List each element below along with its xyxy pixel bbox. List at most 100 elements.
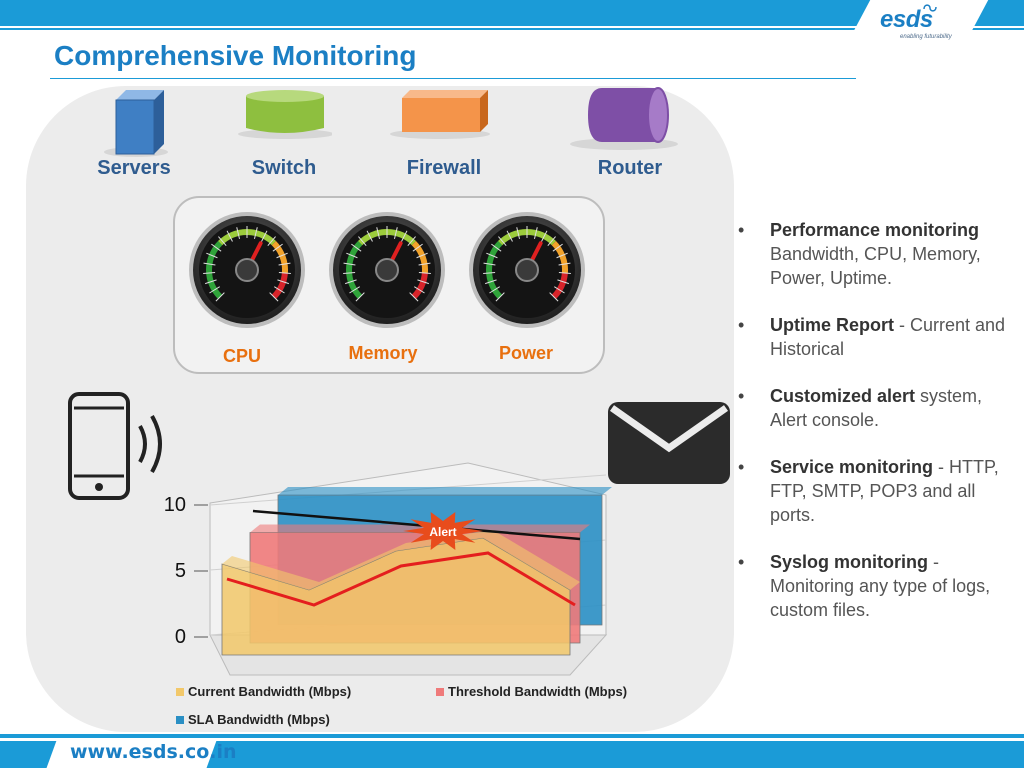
gauge-tick xyxy=(346,252,358,259)
gauge-hub xyxy=(515,258,539,282)
gauge-tick xyxy=(358,236,367,246)
gauge-tick xyxy=(506,230,513,242)
gauges-graphic xyxy=(189,212,585,328)
gauge-tick xyxy=(253,227,258,240)
feature-detail: - HTTP, FTP, SMTP, POP3 and all ports. xyxy=(770,457,999,525)
switch-icon xyxy=(238,90,332,139)
feature-list: •Performance monitoring Bandwidth, CPU, … xyxy=(738,218,1018,645)
gauge-tick xyxy=(486,252,498,259)
feature-item: •Customized alert system, Alert console. xyxy=(738,386,983,430)
gauge-label-memory: Memory xyxy=(348,343,418,363)
gauge-tick xyxy=(226,230,233,242)
gauge-label-cpu: CPU xyxy=(222,346,261,366)
gauge-tick xyxy=(278,262,291,266)
gauge-tick xyxy=(269,292,279,302)
server-icon xyxy=(104,90,168,157)
gauge-tick xyxy=(218,236,227,246)
gauge-band-red xyxy=(411,272,428,299)
gauge-tick xyxy=(495,292,505,302)
gauge-tick xyxy=(549,292,559,302)
gauge-tick xyxy=(203,272,216,274)
gauge-tick xyxy=(215,292,225,302)
gauge-tick xyxy=(414,286,425,294)
legend-item-threshold: Threshold Bandwidth (Mbps) xyxy=(436,684,627,699)
gauge-tick xyxy=(558,262,571,266)
gauge-tick xyxy=(533,227,538,240)
top-banner xyxy=(0,0,1024,26)
device-label-router: Router xyxy=(597,157,663,179)
feature-title: Performance monitoring xyxy=(770,220,980,240)
feature-detail: system, Alert console. xyxy=(770,386,983,430)
gauge-tick xyxy=(351,243,362,252)
footer-stripe xyxy=(0,734,1024,738)
gauge-tick xyxy=(206,252,218,259)
gauge-tick xyxy=(412,243,423,252)
gauge-hub xyxy=(235,258,259,282)
gauge-tick xyxy=(516,227,521,240)
y-tick-label: 10 xyxy=(164,494,186,516)
gauge-tick xyxy=(547,236,556,246)
gauge-tick xyxy=(366,230,373,242)
alert-label: Alert xyxy=(429,525,456,539)
gauge-tick xyxy=(552,243,563,252)
gauge-tick xyxy=(211,243,222,252)
feature-item: •Service monitoring - HTTP, FTP, SMTP, P… xyxy=(738,457,999,525)
gauge-tick xyxy=(558,272,571,274)
feature-title: Syslog monitoring xyxy=(770,552,929,572)
legend-label-current: Current Bandwidth (Mbps) xyxy=(188,684,352,699)
gauge-tick xyxy=(407,236,416,246)
feature-item: •Performance monitoring Bandwidth, CPU, … xyxy=(738,220,981,288)
y-tick-label: 5 xyxy=(175,560,186,582)
device-label-firewall: Firewall xyxy=(406,157,482,179)
gauge-band-green xyxy=(486,241,503,299)
gauge-tick xyxy=(416,252,428,259)
gauge-tick xyxy=(236,227,241,240)
gauge-tick xyxy=(393,227,398,240)
mail-icon xyxy=(608,402,730,484)
legend-swatch-current xyxy=(176,688,184,696)
device-label-switch: Switch xyxy=(251,157,317,179)
device-label-servers: Servers xyxy=(97,157,171,179)
gauge-tick xyxy=(343,272,356,274)
legend-label-threshold: Threshold Bandwidth (Mbps) xyxy=(448,684,628,699)
gauge-tick xyxy=(483,272,496,274)
legend-swatch-sla xyxy=(176,716,184,724)
gauge-tick xyxy=(498,236,507,246)
current-trend-line xyxy=(226,551,576,607)
feature-detail: - Current and Historical xyxy=(770,315,1006,359)
feature-detail: - Monitoring any type of logs, custom fi… xyxy=(770,552,991,620)
feature-item: •Syslog monitoring - Monitoring any type… xyxy=(738,552,991,620)
feature-title: Customized alert xyxy=(770,386,916,406)
legend-label-sla: SLA Bandwidth (Mbps) xyxy=(188,712,330,727)
footer-url[interactable]: www.esds.co.in xyxy=(70,741,237,763)
gauge-tick xyxy=(484,279,497,285)
logo-tagline: enabling futurability xyxy=(900,34,952,40)
gauge-band-red xyxy=(551,272,568,299)
gauge-tick xyxy=(541,230,548,242)
gauge-band-orange xyxy=(551,241,568,274)
gauge-tick xyxy=(204,279,217,285)
gauge-tick xyxy=(418,272,431,274)
gauge-tick xyxy=(209,286,220,294)
gauge-tick xyxy=(489,286,500,294)
gauge-tick xyxy=(376,227,381,240)
mobile-alert-icon xyxy=(68,392,162,500)
title-divider xyxy=(50,78,856,79)
gauge-tick xyxy=(267,236,276,246)
gauge-tick xyxy=(349,286,360,294)
gauge-band-orange xyxy=(411,241,428,274)
legend-item-sla: SLA Bandwidth (Mbps) xyxy=(176,712,330,727)
gauge-tick xyxy=(417,279,430,285)
gauge-tick xyxy=(409,292,419,302)
legend-swatch-threshold xyxy=(436,688,444,696)
phone-card xyxy=(60,384,176,512)
gauge-tick xyxy=(261,230,268,242)
gauge-tick xyxy=(344,279,357,285)
gauge-band-green xyxy=(346,241,363,299)
gauge-tick xyxy=(274,286,285,294)
logo-swirl-icon xyxy=(923,4,937,12)
alert-burst-icon xyxy=(403,511,483,551)
firewall-icon xyxy=(390,90,490,139)
gauge-band-red xyxy=(271,272,288,299)
gauge-tick xyxy=(483,262,496,266)
